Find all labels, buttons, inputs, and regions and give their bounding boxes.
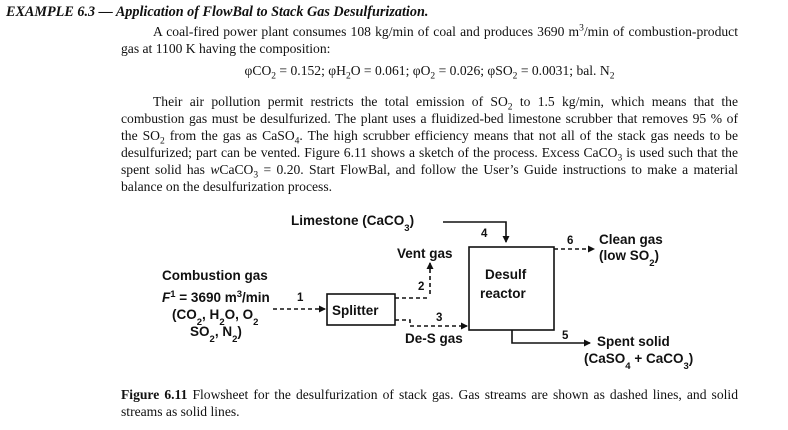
vent-gas-label: Vent gas — [397, 246, 453, 261]
desulf-label: Desulf — [485, 267, 527, 282]
stream-number-4: 4 — [481, 228, 488, 240]
example-title: EXAMPLE 6.3 — Application of FlowBal to … — [6, 4, 429, 20]
splitter-label: Splitter — [332, 303, 379, 318]
problem-paragraph-2: Their air pollution permit restricts the… — [121, 94, 739, 194]
feed-rate-label: F1 = 3690 m3/min — [162, 289, 270, 306]
limestone-label: Limestone (CaCO3) — [291, 213, 414, 234]
clean-gas-label: Clean gas — [599, 232, 663, 247]
stream-number-3: 3 — [436, 312, 442, 324]
combustion-gas-label: Combustion gas — [162, 268, 268, 283]
stream-3-line — [395, 319, 468, 330]
reactor-label: reactor — [480, 286, 527, 301]
feed-composition-line-2: SO2, N2) — [190, 324, 242, 345]
feed-composition-line-1: (CO2, H2O, O2 — [172, 307, 258, 328]
stream-number-6: 6 — [567, 235, 573, 247]
de-s-gas-label: De-S gas — [405, 331, 463, 346]
splitter-box — [326, 293, 396, 326]
stream-5-line — [511, 330, 591, 347]
stream-number-2: 2 — [418, 281, 424, 293]
stream-number-5: 5 — [562, 330, 569, 342]
spent-solid-composition: (CaSO4 + CaCO3) — [584, 351, 693, 372]
problem-paragraph-1: A coal-fired power plant consumes 108 kg… — [121, 23, 738, 56]
stream-4-line — [443, 221, 510, 243]
figure-caption: Figure 6.11 Flowsheet for the desulfuriz… — [121, 387, 738, 419]
stream-number-1: 1 — [297, 292, 304, 304]
spent-solid-label: Spent solid — [597, 334, 670, 349]
gas-composition: φCO2 = 0.152; φH2O = 0.061; φO2 = 0.026;… — [244, 63, 615, 82]
clean-gas-composition: (low SO2) — [599, 248, 659, 269]
